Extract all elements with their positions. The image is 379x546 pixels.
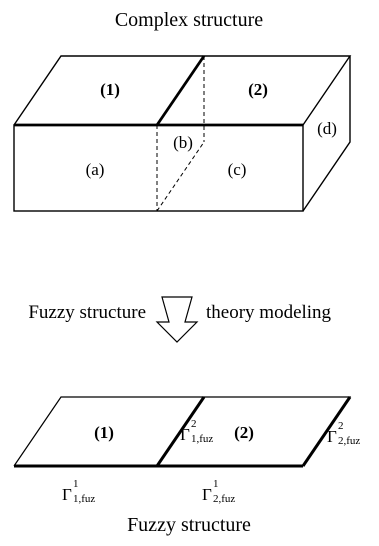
face-d-label: (d) (317, 119, 337, 138)
gamma-superscript: 2 (191, 418, 197, 430)
gamma-superscript: 1 (213, 478, 219, 490)
bottom-region-2-label: (2) (234, 423, 254, 442)
gamma-1fuz-lower-label: Γ 1 1,fuz (62, 478, 95, 505)
fuzzy-structure-title: Fuzzy structure (127, 514, 251, 536)
gamma-symbol: Γ (62, 485, 72, 504)
gamma-symbol: Γ (327, 427, 337, 446)
gamma-1fuz-upper-label: Γ 2 1,fuz (180, 418, 213, 445)
gamma-symbol: Γ (180, 425, 190, 444)
box-right-face (302, 56, 351, 212)
complex-structure-title: Complex structure (115, 9, 263, 31)
fuzzy-structure-plate (13, 396, 352, 468)
gamma-symbol: Γ (202, 485, 212, 504)
partition-dashed-bottom (156, 141, 205, 212)
face-c-label: (c) (228, 160, 247, 179)
gamma-2fuz-lower-label: Γ 1 2,fuz (202, 478, 235, 505)
bottom-region-1-label: (1) (94, 423, 114, 442)
gamma-subscript: 1,fuz (73, 493, 95, 505)
plate-bold-divider (155, 396, 206, 467)
box-bold-divider (155, 55, 206, 126)
gamma-superscript: 1 (73, 478, 79, 490)
box-top-face-outline (13, 55, 352, 126)
box-front-face (13, 124, 304, 212)
down-arrow-icon (155, 296, 199, 343)
top-region-1-label: (1) (100, 80, 120, 99)
gamma-subscript: 2,fuz (338, 435, 360, 447)
face-b-label: (b) (173, 133, 193, 152)
gamma-subscript: 1,fuz (191, 433, 213, 445)
gamma-subscript: 2,fuz (213, 493, 235, 505)
plate-bold-right-edge (301, 396, 352, 467)
gamma-superscript: 2 (338, 420, 344, 432)
complex-structure-box (13, 55, 352, 212)
middle-left-text: Fuzzy structure (28, 302, 146, 323)
top-region-2-label: (2) (248, 80, 268, 99)
face-a-label: (a) (86, 160, 105, 179)
middle-right-text: theory modeling (206, 302, 332, 323)
gamma-2fuz-upper-label: Γ 2 2,fuz (327, 420, 360, 447)
